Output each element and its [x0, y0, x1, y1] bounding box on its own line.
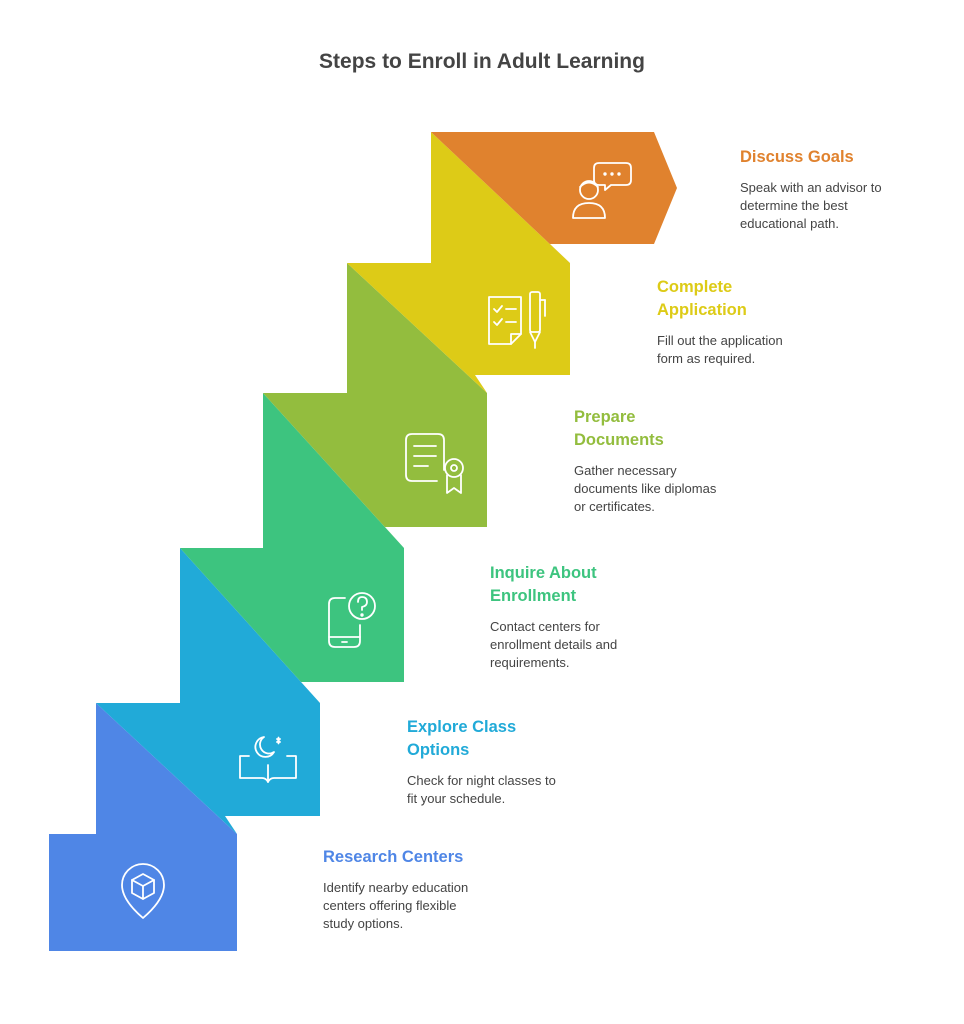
heading-line: Documents [574, 431, 664, 449]
description-line: Fill out the application [657, 333, 783, 348]
page-title: Steps to Enroll in Adult Learning [319, 50, 645, 73]
step-block-complete-application [347, 263, 570, 393]
step-description-complete-application: Fill out the application form as require… [657, 332, 857, 368]
night-book-icon [239, 736, 297, 783]
step-heading-inquire-about-enrollment: Inquire About Enrollment [490, 562, 690, 608]
description-line: Gather necessary [574, 463, 677, 478]
step-description-research-centers: Identify nearby education centers offeri… [323, 879, 523, 933]
heading-line: Enrollment [490, 587, 577, 605]
step-text-explore-class-options: Explore Class Options Check for night cl… [407, 716, 607, 808]
step-inquire-about-enrollment [180, 548, 404, 703]
heading-line: Application [657, 301, 747, 319]
heading-line: Discuss Goals [740, 148, 854, 166]
step-heading-complete-application: Complete Application [657, 276, 857, 322]
step-heading-explore-class-options: Explore Class Options [407, 716, 607, 762]
description-line: enrollment details and [490, 637, 618, 652]
description-line: requirements. [490, 655, 570, 670]
step-block-explore-class-options [96, 703, 320, 834]
description-line: determine the best [740, 198, 848, 213]
step-block-inquire-about-enrollment [180, 548, 404, 703]
description-line: form as required. [657, 351, 756, 366]
heading-line: Research Centers [323, 848, 464, 866]
step-text-complete-application: Complete Application Fill out the applic… [657, 276, 857, 368]
step-text-discuss-goals: Discuss Goals Speak with an advisor to d… [740, 146, 940, 233]
description-line: Contact centers for [490, 619, 600, 634]
step-heading-research-centers: Research Centers [323, 846, 523, 869]
heading-line: Complete [657, 278, 733, 296]
checklist-pen-icon [488, 291, 546, 349]
step-text-inquire-about-enrollment: Inquire About Enrollment Contact centers… [490, 562, 690, 672]
step-discuss-goals [431, 132, 677, 263]
step-block-prepare-documents [263, 393, 487, 548]
step-heading-discuss-goals: Discuss Goals [740, 146, 940, 169]
phone-question-icon [328, 592, 376, 648]
step-explore-class-options [96, 703, 320, 834]
step-complete-application [347, 263, 570, 393]
description-line: Identify nearby education [323, 880, 469, 895]
step-heading-prepare-documents: Prepare Documents [574, 406, 774, 452]
step-prepare-documents [263, 393, 487, 548]
description-line: centers offering flexible [323, 898, 457, 913]
location-book-icon [121, 863, 165, 919]
heading-line: Inquire About [490, 564, 597, 582]
advisor-chat-icon [572, 162, 632, 219]
description-line: Speak with an advisor to [740, 180, 882, 195]
heading-line: Explore Class [407, 718, 517, 736]
step-block-discuss-goals [431, 132, 677, 263]
step-text-prepare-documents: Prepare Documents Gather necessary docum… [574, 406, 774, 516]
step-description-discuss-goals: Speak with an advisor to determine the b… [740, 179, 940, 233]
step-description-explore-class-options: Check for night classes to fit your sche… [407, 772, 607, 808]
description-line: fit your schedule. [407, 791, 506, 806]
description-line: documents like diplomas [574, 481, 717, 496]
step-description-inquire-about-enrollment: Contact centers for enrollment details a… [490, 618, 690, 672]
step-description-prepare-documents: Gather necessary documents like diplomas… [574, 462, 774, 516]
heading-line: Prepare [574, 408, 636, 426]
description-line: educational path. [740, 216, 840, 231]
description-line: or certificates. [574, 499, 655, 514]
description-line: study options. [323, 916, 404, 931]
step-text-research-centers: Research Centers Identify nearby educati… [323, 846, 523, 933]
description-line: Check for night classes to [407, 773, 556, 788]
certificate-icon [405, 433, 464, 494]
heading-line: Options [407, 741, 470, 759]
